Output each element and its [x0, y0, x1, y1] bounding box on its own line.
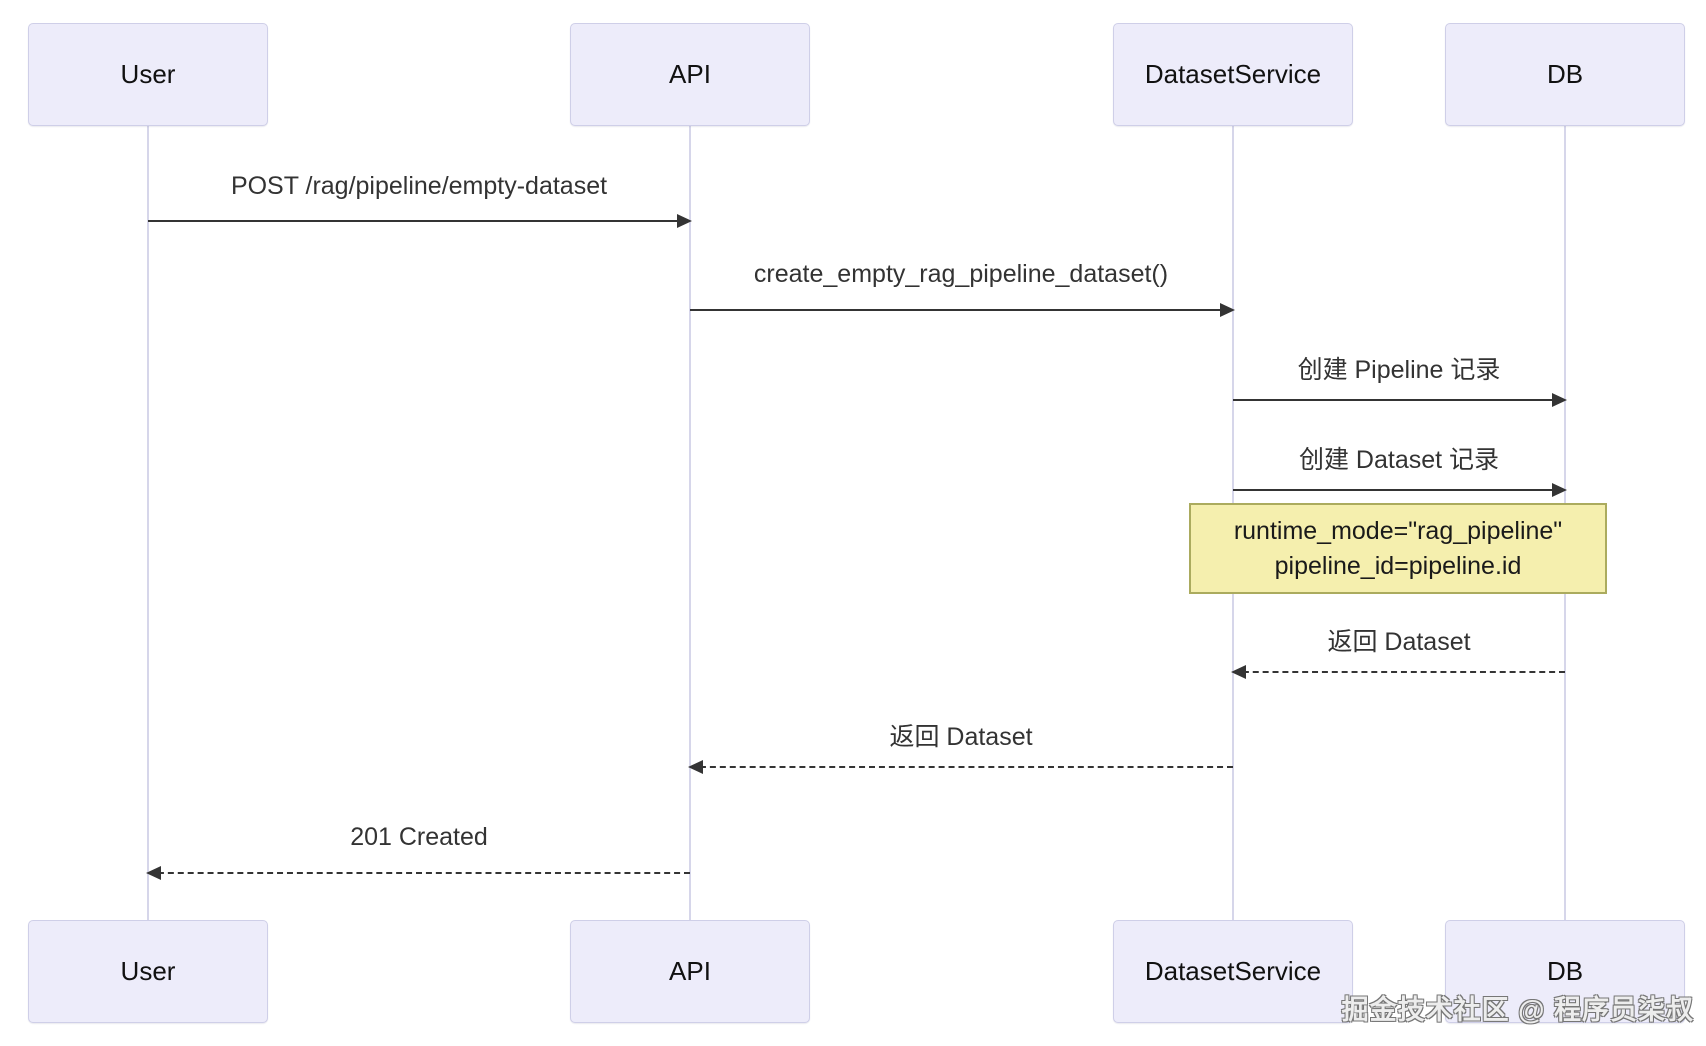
message-label-create-dataset-record: 创建 Dataset 记录	[1298, 446, 1500, 474]
note-runtime-mode: runtime_mode="rag_pipeline" pipeline_id=…	[1189, 503, 1607, 594]
arrowhead-left-icon	[146, 866, 161, 880]
message-label-return-dataset-db: 返回 Dataset	[1327, 628, 1471, 656]
note-line: pipeline_id=pipeline.id	[1274, 551, 1522, 580]
arrowhead-right-icon	[1552, 393, 1567, 407]
lifeline-user	[147, 126, 149, 920]
message-label-create-pipeline-record: 创建 Pipeline 记录	[1297, 356, 1501, 384]
note-line: runtime_mode="rag_pipeline"	[1233, 516, 1563, 545]
participant-label: DB	[1546, 59, 1584, 89]
message-arrow-dataset-service-to-api	[688, 760, 1233, 774]
participant-api-bottom: API	[570, 920, 810, 1023]
message-label-201-created: 201 Created	[350, 823, 488, 851]
participant-label: API	[669, 59, 711, 89]
message-arrow-api-to-user	[146, 866, 690, 880]
participant-db-top: DB	[1445, 23, 1685, 126]
message-arrow-user-to-api	[148, 214, 692, 228]
message-arrow-dataset-service-to-db-1	[1233, 393, 1567, 407]
participant-user-bottom: User	[28, 920, 268, 1023]
watermark-text: 掘金技术社区 @ 程序员柒叔	[1341, 995, 1694, 1025]
arrowhead-right-icon	[677, 214, 692, 228]
message-arrow-dataset-service-to-db-2	[1233, 483, 1567, 497]
participant-api-top: API	[570, 23, 810, 126]
arrowhead-left-icon	[688, 760, 703, 774]
message-label-create-empty-rag-pipeline-dataset: create_empty_rag_pipeline_dataset()	[753, 260, 1169, 288]
participant-label: User	[120, 956, 176, 986]
message-label-return-dataset-service: 返回 Dataset	[889, 723, 1033, 751]
arrowhead-right-icon	[1552, 483, 1567, 497]
message-arrow-db-to-dataset-service	[1231, 665, 1565, 679]
participant-dataset-service-top: DatasetService	[1113, 23, 1353, 126]
participant-dataset-service-bottom: DatasetService	[1113, 920, 1353, 1023]
participant-label: API	[669, 956, 711, 986]
arrowhead-left-icon	[1231, 665, 1246, 679]
participant-label: DB	[1546, 956, 1584, 986]
participant-user-top: User	[28, 23, 268, 126]
message-arrow-api-to-dataset-service	[690, 303, 1235, 317]
message-label-post-empty-dataset: POST /rag/pipeline/empty-dataset	[230, 172, 608, 200]
participant-label: DatasetService	[1144, 956, 1322, 986]
arrowhead-right-icon	[1220, 303, 1235, 317]
lifeline-api	[689, 126, 691, 920]
participant-label: DatasetService	[1144, 59, 1322, 89]
participant-label: User	[120, 59, 176, 89]
participant-db-bottom: DB	[1445, 920, 1685, 1023]
